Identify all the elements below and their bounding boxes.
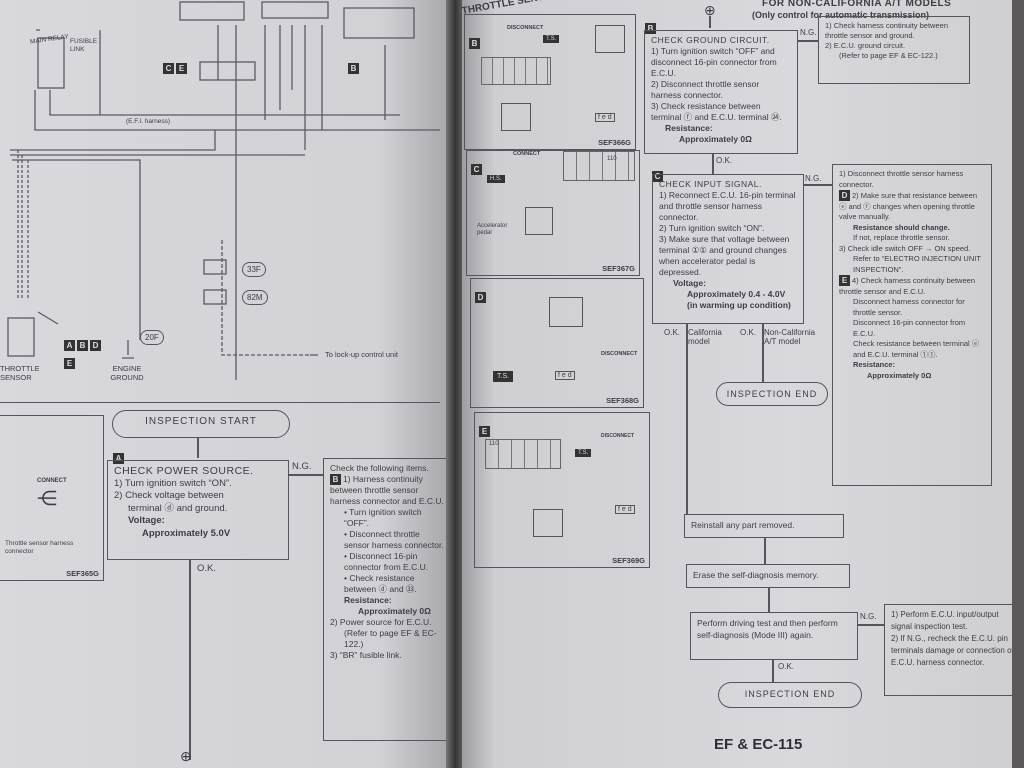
ok-label: O.K.	[197, 563, 217, 574]
connector-33f: 33F	[242, 262, 266, 277]
panel-tag: E	[479, 426, 490, 437]
inspection-end: INSPECTION END	[716, 382, 828, 406]
ts-label: T.S.	[493, 371, 514, 382]
terminal-label: f e d	[595, 113, 615, 122]
multimeter-icon	[501, 103, 531, 131]
disconnect-label: DISCONNECT	[601, 433, 635, 439]
check-power-source-box: CHECK POWER SOURCE. 1) Turn ignition swi…	[107, 460, 289, 560]
panel-e: E 110 T.S. DISCONNECT f e d SEF369G	[474, 412, 650, 568]
ref-tag: A	[64, 340, 75, 351]
step-tag: C	[652, 171, 663, 182]
book-edge	[1012, 0, 1024, 768]
header-right: FOR NON-CALIFORNIA A/T MODELS	[762, 0, 952, 9]
panel-code: SEF366G	[598, 138, 631, 147]
ok-label: O.K.	[740, 328, 757, 337]
ts-label: T.S.	[575, 449, 592, 457]
ecu-connector-icon	[481, 57, 551, 85]
fusible-link-label: FUSIBLE LINK	[70, 38, 98, 53]
page-number: EF & EC-115	[714, 736, 803, 753]
hs-label: H.S.	[487, 175, 505, 183]
panel-b: B DISCONNECT T.S. f e d SEF366G	[464, 14, 636, 150]
panel-tag: C	[471, 164, 482, 175]
ok-label: O.K.	[716, 156, 733, 165]
ng-label: N.G.	[860, 612, 877, 621]
header-note: (Only control for automatic transmission…	[752, 10, 930, 20]
check-ground-circuit-box: CHECK GROUND CIRCUIT. 1) Turn ignition s…	[644, 30, 798, 154]
accelerator-label: Accelerator pedal	[477, 223, 508, 236]
terminal-110-label: 110	[489, 441, 499, 447]
connector-20f: 20F	[140, 330, 164, 345]
step-tag: B	[645, 23, 656, 34]
ng-label: N.G.	[805, 174, 822, 183]
connector-symbol-icon: ⊕	[704, 2, 716, 18]
panel-code: SEF369G	[612, 556, 645, 565]
connect-label: CONNECT	[37, 478, 67, 484]
engine-ground-label: ENGINE GROUND	[110, 364, 144, 382]
wiring-diagram	[7, 1, 440, 380]
left-page: MAIN RELAY FUSIBLE LINK (E.F.I. harness)…	[0, 0, 453, 768]
check-input-signal-box: CHECK INPUT SIGNAL. 1) Reconnect E.C.U. …	[652, 174, 804, 324]
terminal-label: f e d	[555, 371, 575, 380]
ref-tag: C	[163, 63, 174, 74]
ref-tag: B	[348, 63, 359, 74]
inspection-start: INSPECTION START	[112, 410, 290, 438]
ng-label: N.G.	[292, 461, 312, 472]
voltmeter-icon	[525, 207, 553, 235]
ecu-connector-icon	[563, 151, 635, 181]
ecu-connector-icon	[485, 439, 561, 469]
panel-tag: B	[469, 38, 480, 49]
connector-figure: CONNECT ⋲ Throttle sensor harness connec…	[0, 415, 104, 581]
terminal-label: f e d	[615, 505, 635, 514]
connector-82m: 82M	[242, 290, 268, 305]
multimeter-icon	[533, 509, 563, 537]
ground-ng-box: 1) Check harness continuity between thro…	[818, 16, 970, 84]
step-tag: A	[113, 453, 124, 464]
ref-tag: E	[64, 358, 75, 369]
right-page: THROTTLE SENSOR (Code No. 43) FOR NON-CA…	[461, 0, 1024, 768]
multimeter-icon	[595, 25, 625, 53]
california-branch-label: California model	[688, 328, 722, 346]
panel-d: D T.S. DISCONNECT f e d SEF368G	[470, 278, 644, 408]
driving-test-box: Perform driving test and then perform se…	[690, 612, 858, 660]
lockup-label: To lock-up control unit	[325, 350, 398, 359]
throttle-sensor-label: THROTTLE SENSOR	[0, 364, 40, 382]
figure-caption: Throttle sensor harness connector	[5, 540, 74, 555]
ok-label: O.K.	[664, 328, 681, 337]
panel-code: SEF367G	[602, 264, 635, 273]
book-gutter	[446, 0, 464, 768]
driving-test-ng-box: 1) Perform E.C.U. input/output signal in…	[884, 604, 1024, 696]
ng-label: N.G.	[800, 28, 817, 37]
erase-memory-box: Erase the self-diagnosis memory.	[686, 564, 850, 588]
ts-label: T.S.	[543, 35, 560, 43]
ref-tag: E	[176, 63, 187, 74]
ok-label: O.K.	[778, 662, 795, 671]
panel-code: SEF368G	[606, 396, 639, 405]
harness-label: (E.F.I. harness)	[126, 118, 171, 125]
ref-tag: B	[77, 340, 88, 351]
ohmmeter-icon	[549, 297, 583, 327]
reinstall-box: Reinstall any part removed.	[684, 514, 844, 538]
input-signal-ng-box: 1) Disconnect throttle sensor harness co…	[832, 164, 992, 486]
non-california-branch-label: Non-California A/T model	[764, 328, 816, 346]
connector-icon: ⋲	[37, 488, 57, 510]
terminal-110-label: 110	[607, 156, 617, 162]
figure-code: SEF365G	[66, 569, 99, 578]
ref-tag: D	[90, 340, 101, 351]
connect-label: CONNECT	[513, 151, 541, 157]
panel-c: C H.S. CONNECT 110 Accelerator pedal SEF…	[466, 150, 640, 276]
disconnect-label: DISCONNECT	[601, 351, 638, 357]
disconnect-label: DISCONNECT	[507, 25, 544, 31]
connector-symbol-icon: ⊕	[180, 748, 192, 764]
inspection-end-final: INSPECTION END	[718, 682, 862, 708]
panel-tag: D	[475, 292, 486, 303]
